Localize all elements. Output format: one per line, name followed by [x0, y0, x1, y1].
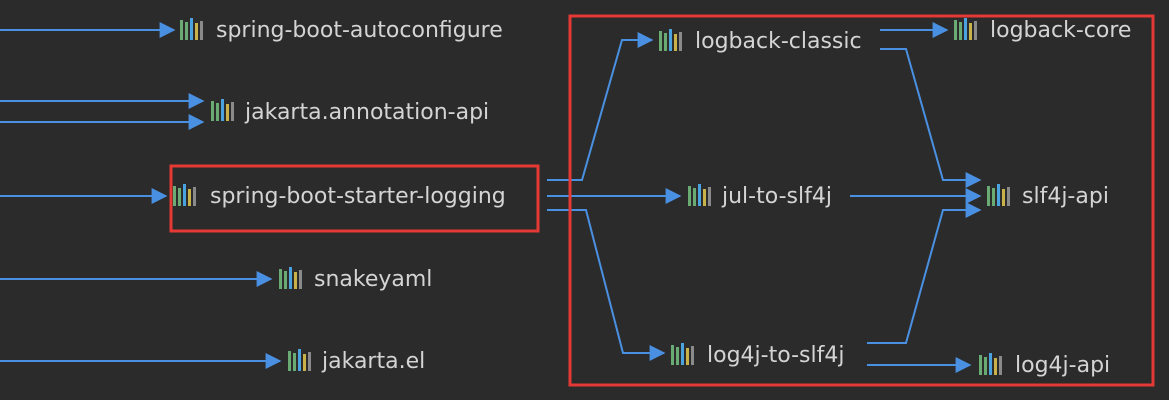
- node-log4j-to-slf4j[interactable]: log4j-to-slf4j: [671, 343, 844, 368]
- library-bars-icon: [688, 184, 711, 206]
- edge-starter-logging-to-log4j-to-slf4j: [547, 209, 666, 361]
- node-label: jakarta.el: [321, 349, 425, 374]
- node-logback-classic[interactable]: logback-classic: [659, 29, 862, 54]
- edge-starter-logging-to-logback-classic: [547, 32, 654, 181]
- edge-log4j-to-slf4j-to-slf4j-api: [867, 202, 982, 344]
- node-jakarta-annotation-api[interactable]: jakarta.annotation-api: [211, 99, 489, 125]
- node-spring-boot-autoconfigure[interactable]: spring-boot-autoconfigure: [180, 18, 503, 43]
- node-snakeyaml[interactable]: snakeyaml: [279, 267, 432, 292]
- library-bars-icon: [979, 353, 1002, 375]
- node-label: snakeyaml: [314, 267, 432, 292]
- library-bars-icon: [288, 349, 311, 371]
- node-label: logback-core: [990, 18, 1131, 43]
- node-jakarta-el[interactable]: jakarta.el: [288, 349, 425, 374]
- library-bars-icon: [173, 184, 196, 206]
- highlight-box-logging-group: [568, 14, 1155, 387]
- node-label: log4j-to-slf4j: [707, 343, 844, 368]
- node-slf4j-api[interactable]: slf4j-api: [987, 184, 1109, 209]
- library-bars-icon: [671, 343, 694, 365]
- library-bars-icon: [211, 99, 234, 121]
- library-bars-icon: [954, 18, 977, 40]
- library-bars-icon: [987, 184, 1010, 206]
- node-jul-to-slf4j[interactable]: jul-to-slf4j: [688, 184, 832, 209]
- library-bars-icon: [279, 267, 302, 289]
- node-spring-boot-starter-logging[interactable]: spring-boot-starter-logging: [173, 184, 506, 209]
- node-label: jakarta.annotation-api: [244, 100, 489, 125]
- node-label: logback-classic: [695, 29, 862, 54]
- node-label: log4j-api: [1015, 353, 1110, 378]
- node-label: spring-boot-autoconfigure: [216, 18, 503, 43]
- library-bars-icon: [180, 18, 203, 40]
- highlight-box-starter-logging: [169, 164, 540, 233]
- node-label: spring-boot-starter-logging: [210, 184, 506, 209]
- library-bars-icon: [659, 29, 682, 51]
- node-label: slf4j-api: [1022, 184, 1109, 209]
- edge-logback-classic-to-slf4j-api: [880, 48, 982, 188]
- node-label: jul-to-slf4j: [721, 184, 832, 209]
- node-log4j-api[interactable]: log4j-api: [979, 353, 1110, 378]
- node-logback-core[interactable]: logback-core: [954, 18, 1131, 43]
